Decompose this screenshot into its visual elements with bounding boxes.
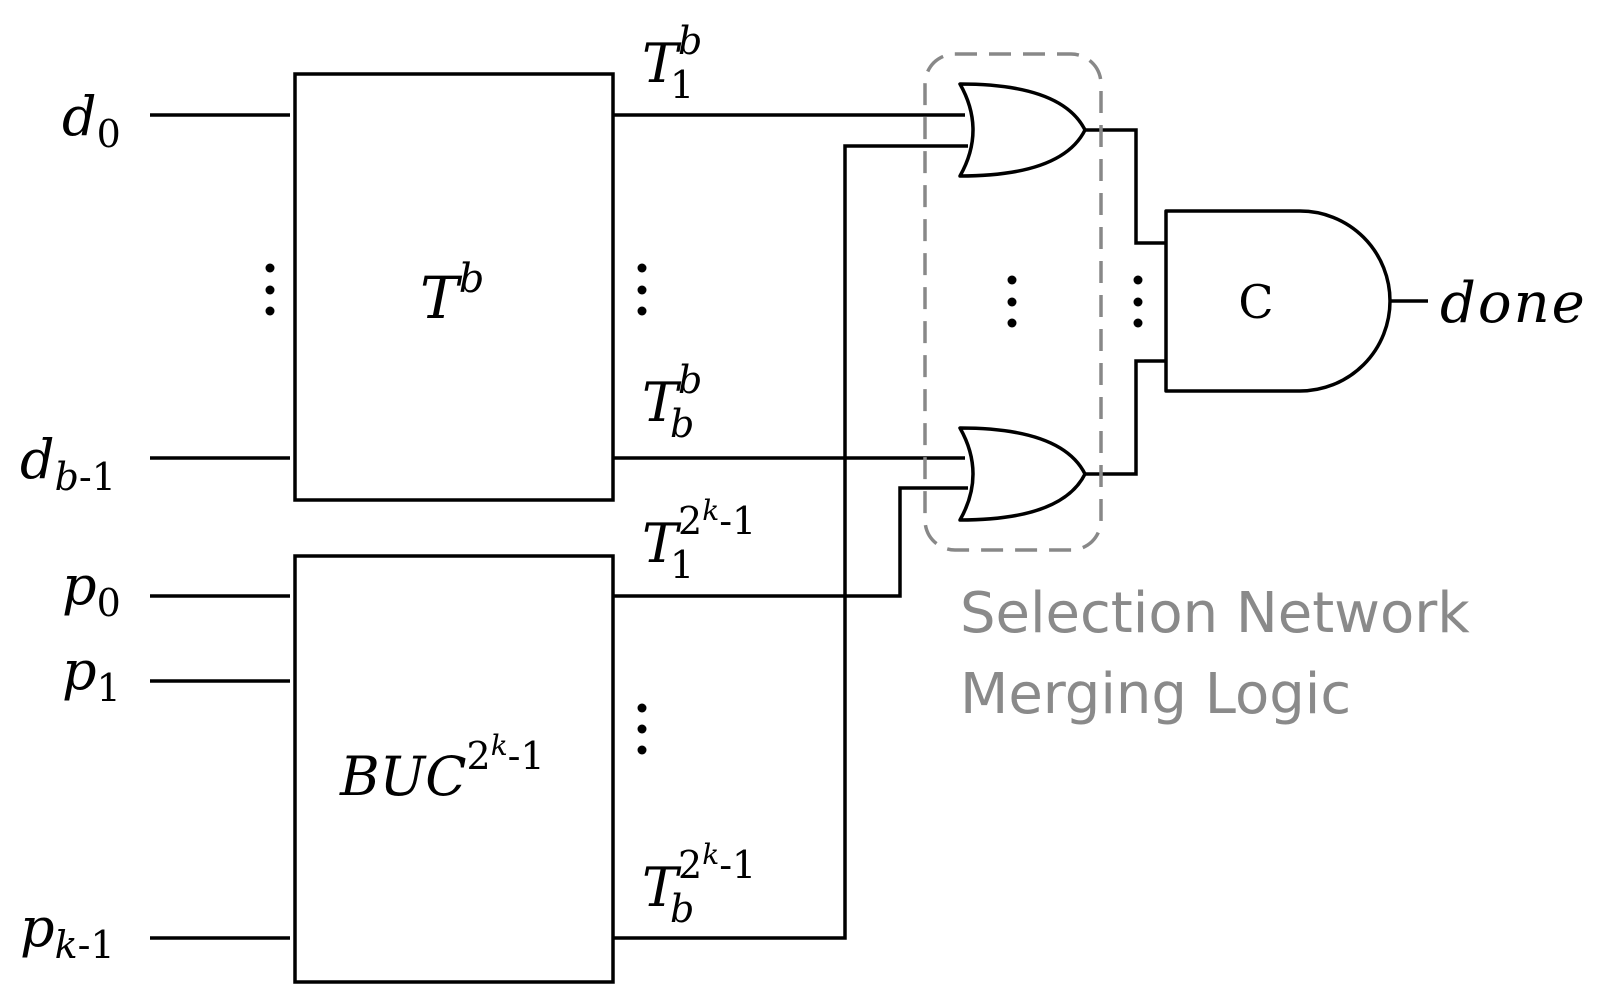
or-gate-bottom	[958, 426, 1087, 522]
ellipsis-outputs-buc	[637, 703, 647, 755]
label-db1: db-1	[20, 428, 116, 499]
or-gate-top	[958, 82, 1087, 178]
label-tb-block: Tb	[420, 256, 484, 332]
label-pk1: pk-1	[20, 896, 115, 967]
c-gate	[1164, 209, 1392, 393]
label-p0: p0	[62, 554, 121, 625]
label-c-gate: C	[1238, 275, 1273, 329]
ellipsis-inputs-d	[265, 263, 275, 316]
label-buc-block: BUC2k-1	[339, 729, 545, 808]
wire-t1k	[613, 486, 968, 598]
label-done: done	[1440, 271, 1587, 336]
ellipsis-c-inputs	[1133, 275, 1143, 328]
wire-or-top-to-c	[1085, 128, 1166, 245]
selection-network-box	[923, 52, 1103, 552]
ellipsis-outputs-tb	[637, 263, 647, 316]
label-d0: d0	[62, 85, 121, 156]
wire-or-bottom-to-c	[1085, 359, 1166, 476]
ellipsis-or-gates	[1007, 275, 1017, 328]
buc-block	[293, 554, 615, 984]
label-p1: p1	[62, 639, 121, 710]
group-label-line1: Selection Network	[960, 581, 1470, 646]
group-label-line2: Merging Logic	[960, 662, 1351, 727]
tb-block	[293, 72, 615, 502]
wire-tbk	[613, 144, 968, 940]
